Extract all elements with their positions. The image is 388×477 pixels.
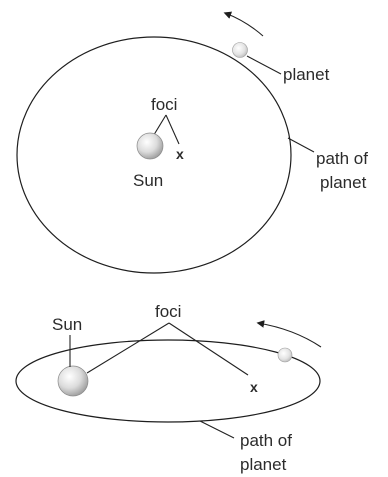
bottom-path-leader-line	[200, 421, 234, 438]
bottom-orbit-diagram: foci Sun x path of planet	[16, 302, 321, 474]
top-empty-focus-mark: x	[176, 146, 184, 162]
top-sun	[137, 133, 163, 159]
top-sun-label: Sun	[133, 171, 163, 190]
top-path-leader-line	[288, 138, 314, 152]
top-foci-line-to-x	[166, 115, 179, 144]
bottom-foci-line-to-sun	[87, 323, 169, 373]
bottom-sun	[58, 366, 88, 396]
top-motion-arrow	[225, 13, 263, 36]
bottom-empty-focus-mark: x	[250, 379, 258, 395]
top-planet	[233, 43, 248, 58]
top-foci-label: foci	[151, 95, 177, 114]
bottom-foci-label: foci	[155, 302, 181, 321]
bottom-motion-arrow	[258, 323, 321, 347]
bottom-planet	[278, 348, 292, 362]
top-planet-leader-line	[247, 56, 281, 74]
bottom-foci-line-to-x	[169, 323, 248, 375]
top-path-label-line1: path of	[316, 149, 368, 168]
top-path-label-line2: planet	[320, 173, 367, 192]
bottom-path-label-line1: path of	[240, 431, 292, 450]
top-orbit-diagram: planet foci Sun x path of planet	[17, 13, 368, 273]
bottom-sun-label: Sun	[52, 315, 82, 334]
top-planet-label: planet	[283, 65, 330, 84]
bottom-path-label-line2: planet	[240, 455, 287, 474]
